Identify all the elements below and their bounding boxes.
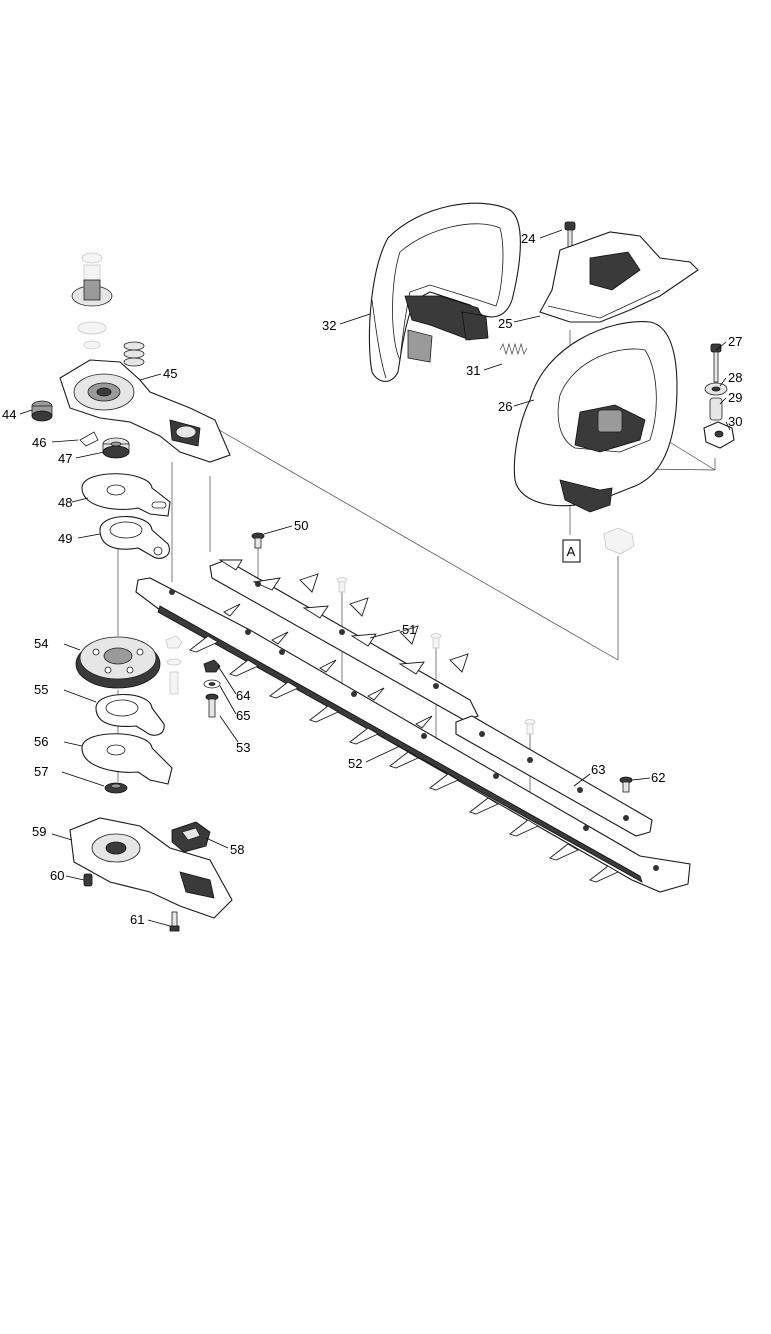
part-label-61: 61	[130, 912, 144, 927]
part-label-32: 32	[322, 318, 336, 333]
ghost-screws	[336, 577, 536, 735]
part-label-49: 49	[58, 531, 72, 546]
part-label-47: 47	[58, 451, 72, 466]
part-label-57: 57	[34, 764, 48, 779]
part-label-50: 50	[294, 518, 308, 533]
plate-48	[81, 473, 171, 517]
part-label-62: 62	[651, 770, 665, 785]
washer-65	[203, 679, 221, 689]
part-label-63: 63	[591, 762, 605, 777]
screw-61	[169, 911, 180, 932]
ghost-hardware-stack	[165, 635, 183, 695]
part-label-45: 45	[163, 366, 177, 381]
clip-46	[79, 431, 99, 447]
part-label-25: 25	[498, 316, 512, 331]
part-label-59: 59	[32, 824, 46, 839]
gear-housing-45	[59, 359, 231, 463]
reference-box-a: A	[562, 539, 581, 563]
part-label-26: 26	[498, 399, 512, 414]
part-label-28: 28	[728, 370, 742, 385]
bolt-27	[710, 343, 722, 383]
part-label-48: 48	[58, 495, 72, 510]
part-label-64: 64	[236, 688, 250, 703]
block-58	[171, 821, 211, 853]
washer-28	[704, 382, 728, 396]
ghost-gear-assembly	[71, 252, 113, 350]
nut-64	[203, 659, 221, 673]
bearing-57	[104, 782, 128, 794]
screw-50	[251, 532, 265, 549]
rubber-pin-44	[31, 400, 53, 422]
part-label-29: 29	[728, 390, 742, 405]
part-label-27: 27	[728, 334, 742, 349]
blade-52	[135, 577, 691, 893]
leader-lines	[19, 229, 731, 927]
front-handle-32	[368, 202, 521, 382]
blade-51	[209, 559, 479, 729]
grease-nipple-60	[83, 873, 93, 887]
part-label-44: 44	[2, 407, 16, 422]
rear-handle-26	[513, 321, 678, 513]
part-label-52: 52	[348, 756, 362, 771]
ghost-bracket-icon	[603, 527, 635, 555]
part-label-24: 24	[521, 231, 535, 246]
screw-62	[619, 776, 633, 793]
rubber-pin-stack	[123, 341, 145, 367]
blade-51-teeth	[218, 559, 469, 729]
part-label-56: 56	[34, 734, 48, 749]
part-label-55: 55	[34, 682, 48, 697]
part-labels: 24 25 26 27 28 29 30 31 32 44 45 46 47 4…	[2, 231, 742, 927]
drive-gear-54	[75, 636, 161, 689]
part-label-46: 46	[32, 435, 46, 450]
part-label-31: 31	[466, 363, 480, 378]
part-label-58: 58	[230, 842, 244, 857]
blade-52-teeth	[189, 635, 619, 883]
svg-text:A: A	[567, 544, 576, 559]
part-label-53: 53	[236, 740, 250, 755]
part-label-65: 65	[236, 708, 250, 723]
part-label-54: 54	[34, 636, 48, 651]
part-label-51: 51	[402, 622, 416, 637]
ring-plate-55	[95, 693, 165, 736]
screw-53	[205, 693, 219, 718]
part-label-30: 30	[728, 414, 742, 429]
bearing-47	[102, 437, 130, 459]
plate-56	[81, 733, 173, 785]
gear-housing-59	[69, 817, 233, 919]
blade-guide-63	[455, 715, 653, 837]
spring-31	[499, 342, 528, 356]
sleeve-29	[709, 397, 723, 421]
handle-cover-25	[539, 231, 699, 323]
ring-plate-49	[99, 515, 170, 559]
nut-bracket-30	[703, 421, 735, 449]
part-label-60: 60	[50, 868, 64, 883]
